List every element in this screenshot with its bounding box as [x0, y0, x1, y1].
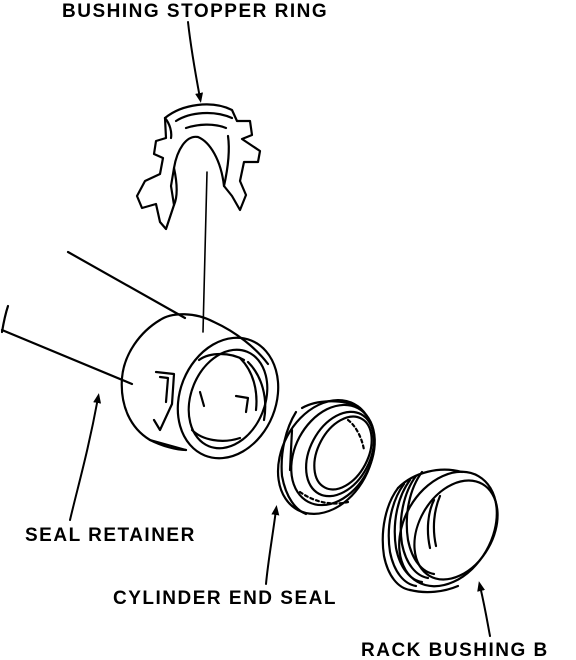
label-rack-bushing-b: RACK BUSHING B: [361, 640, 549, 660]
rack-housing-tube: [0, 250, 187, 386]
label-cylinder-end-seal: CYLINDER END SEAL: [113, 588, 337, 609]
stopper-ring-arrow: [187, 21, 204, 103]
rack-bushing-b-part: [381, 468, 499, 594]
rack-bushing-b-arrow: [477, 581, 491, 637]
cylinder-end-seal-part: [276, 399, 376, 516]
cylinder-end-seal-arrow: [265, 505, 280, 585]
seal-retainer-arrow: [69, 393, 102, 521]
bushing-stopper-ring-part: [135, 103, 262, 231]
label-seal-retainer: SEAL RETAINER: [25, 525, 196, 546]
label-bushing-stopper-ring: BUSHING STOPPER RING: [62, 1, 329, 22]
stopper-ring-leader-line: [202, 171, 208, 333]
seal-retainer-part: [120, 313, 280, 460]
